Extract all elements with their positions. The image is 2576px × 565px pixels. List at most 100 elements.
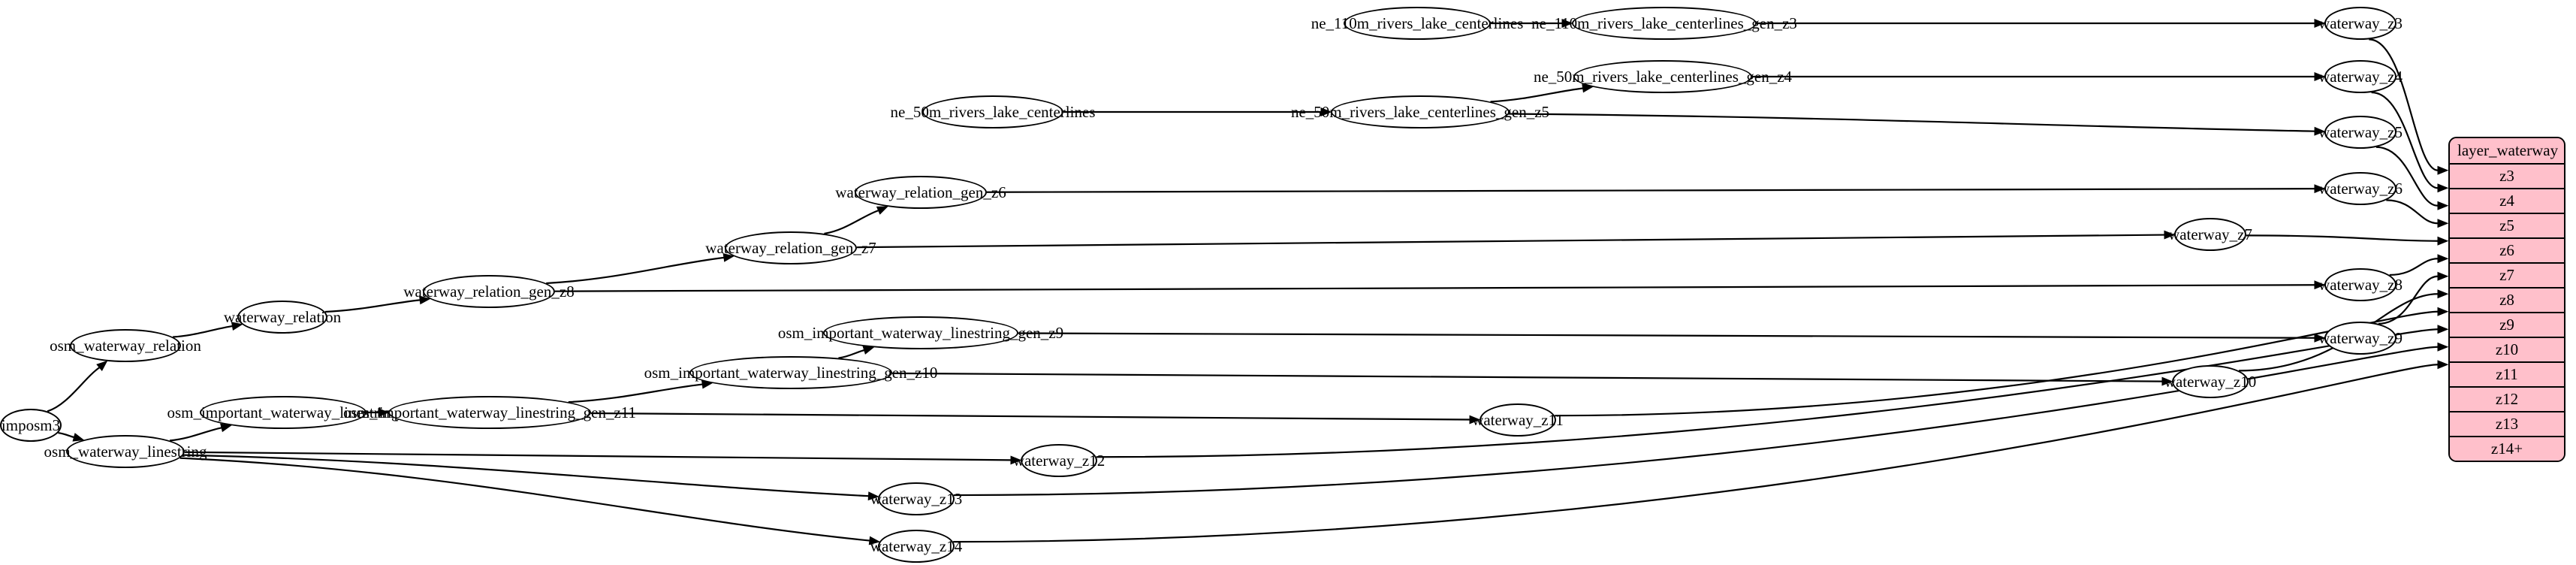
edge-waterway-z6-to-layer-waterway-z6-arrowhead (2437, 219, 2449, 228)
graph-node-ne-50m-rivers-lake-centerlines-gen-z4[interactable]: ne_50m_rivers_lake_centerlines_gen_z4 (1534, 60, 1792, 93)
edge-waterway-relation-gen-z7-to-waterway-relation-gen-z6 (824, 210, 879, 235)
edge-waterway-z7-to-layer-waterway-z7 (2246, 234, 2439, 242)
edge-osm-important-waterway-linestring-gen-z11-to-waterway-z11 (590, 412, 1470, 421)
graph-node-osm-important-waterway-linestring-gen-z11[interactable]: osm_important_waterway_linestring_gen_z1… (343, 396, 636, 429)
edge-imposm3-to-osm-waterway-relation-arrowhead (96, 360, 108, 371)
graph-node-label: waterway_z8 (2318, 275, 2403, 294)
graph-node-waterway-relation[interactable]: waterway_relation (224, 301, 341, 334)
edge-waterway-z6-to-layer-waterway-z6 (2386, 199, 2439, 225)
edge-waterway-z3-to-layer-waterway-z3-arrowhead (2437, 165, 2449, 175)
edge-osm-waterway-linestring-to-osm-important-waterway-linestring (169, 427, 222, 442)
edge-ne-50m-rivers-lake-centerlines-to-ne-50m-rivers-lake-centerlines-gen-z5-arrowhead (1320, 107, 1332, 116)
layer-waterway-row-z8[interactable]: z8 (2450, 289, 2564, 313)
edge-osm-waterway-linestring-to-waterway-z12 (184, 451, 1012, 461)
edge-ne-50m-rivers-lake-centerlines-gen-z5-to-waterway-z5-arrowhead (2314, 126, 2326, 136)
graph-node-label: osm_important_waterway_linestring_gen_z1… (644, 363, 938, 382)
edge-imposm3-to-osm-waterway-linestring (58, 432, 74, 439)
graph-node-waterway-z4[interactable]: waterway_z4 (2318, 60, 2403, 93)
edge-imposm3-to-osm-waterway-relation (47, 367, 101, 412)
graph-node-label: waterway_z7 (2168, 225, 2252, 243)
graph-node-waterway-relation-gen-z7[interactable]: waterway_relation_gen_z7 (705, 231, 876, 264)
graph-node-osm-important-waterway-linestring-gen-z9[interactable]: osm_important_waterway_linestring_gen_z9 (778, 316, 1063, 349)
layer-waterway-row-z5[interactable]: z5 (2450, 214, 2564, 239)
graph-node-osm-waterway-linestring[interactable]: osm_waterway_linestring (44, 435, 207, 468)
edge-waterway-z14-to-layer-waterway-z14- (953, 364, 2439, 543)
layer-waterway-row-z11[interactable]: z11 (2450, 363, 2564, 388)
graph-node-label: waterway_z11 (1472, 410, 1564, 429)
edge-osm-important-waterway-linestring-gen-z10-to-osm-important-waterway-linestring-gen-z9 (838, 349, 864, 359)
edge-waterway-z7-to-layer-waterway-z7-arrowhead (2437, 236, 2449, 246)
graph-node-label: osm_important_waterway_linestring_gen_z1… (343, 403, 636, 421)
edge-osm-waterway-relation-to-waterway-relation (173, 325, 233, 338)
graph-node-ne-50m-rivers-lake-centerlines[interactable]: ne_50m_rivers_lake_centerlines (891, 95, 1095, 128)
layer-waterway-row-z7[interactable]: z7 (2450, 264, 2564, 289)
graph-node-label: waterway_z4 (2318, 67, 2403, 86)
graph-node-waterway-relation-gen-z6[interactable]: waterway_relation_gen_z6 (835, 176, 1006, 209)
graph-node-ne-50m-rivers-lake-centerlines-gen-z5[interactable]: ne_50m_rivers_lake_centerlines_gen_z5 (1291, 95, 1549, 128)
edge-waterway-relation-gen-z6-to-waterway-z6 (986, 188, 2315, 193)
edge-ne-50m-rivers-lake-centerlines-gen-z4-to-waterway-z4-arrowhead (2314, 72, 2326, 81)
edge-waterway-z11-to-layer-waterway-z11 (1555, 310, 2439, 417)
layer-waterway-row-z10[interactable]: z10 (2450, 338, 2564, 363)
edge-waterway-z13-to-layer-waterway-z13-arrowhead (2437, 342, 2449, 352)
graph-node-label: ne_110m_rivers_lake_centerlines_gen_z3 (1531, 14, 1797, 32)
edge-waterway-z3-to-layer-waterway-z3 (2369, 38, 2439, 171)
edge-osm-important-waterway-linestring-gen-z11-to-osm-important-waterway-linestring-gen-z10 (568, 383, 703, 403)
edge-osm-waterway-linestring-to-waterway-z13 (183, 454, 869, 497)
graph-node-waterway-z3[interactable]: waterway_z3 (2318, 7, 2403, 40)
edge-waterway-z5-to-layer-waterway-z5 (2375, 146, 2439, 207)
graph-node-label: waterway_z10 (2164, 372, 2257, 391)
graph-node-ne-110m-rivers-lake-centerlines-gen-z3[interactable]: ne_110m_rivers_lake_centerlines_gen_z3 (1531, 7, 1797, 40)
edge-osm-waterway-linestring-to-waterway-z12-arrowhead (1010, 455, 1022, 465)
edge-waterway-z4-to-layer-waterway-z4 (2371, 91, 2439, 189)
graph-node-imposm3[interactable]: imposm3 (0, 409, 62, 442)
layer-waterway-row-z14plus[interactable]: z14+ (2450, 437, 2564, 461)
graph-node-label: osm_important_waterway_linestring_gen_z9 (777, 323, 1064, 342)
layer-waterway-row-z4[interactable]: z4 (2450, 189, 2564, 214)
graph-node-label: ne_110m_rivers_lake_centerlines (1311, 14, 1524, 32)
graph-node-label: waterway_z13 (870, 489, 963, 508)
graph-node-osm-important-waterway-linestring[interactable]: osm_important_waterway_linestring (167, 396, 400, 429)
edge-osm-important-waterway-linestring-gen-z11-to-waterway-z11-arrowhead (1469, 415, 1481, 425)
graph-node-waterway-z6[interactable]: waterway_z6 (2318, 172, 2403, 205)
layer-waterway-row-z3[interactable]: z3 (2450, 165, 2564, 189)
edge-waterway-z11-to-layer-waterway-z11-arrowhead (2437, 307, 2449, 316)
graph-node-waterway-z7[interactable]: waterway_z7 (2168, 218, 2252, 251)
graph-node-osm-waterway-relation[interactable]: osm_waterway_relation (50, 329, 201, 362)
layer-waterway-row-z6[interactable]: z6 (2450, 239, 2564, 264)
graph-node-waterway-z10[interactable]: waterway_z10 (2164, 365, 2256, 398)
edge-ne-110m-rivers-lake-centerlines-to-ne-110m-rivers-lake-centerlines-gen-z3-arrowhead (1561, 19, 1573, 28)
graph-node-label: waterway_z3 (2318, 14, 2403, 32)
layer-waterway-row-z12[interactable]: z12 (2450, 388, 2564, 412)
edge-waterway-relation-gen-z7-to-waterway-relation-gen-z6-arrowhead (876, 206, 888, 215)
graph-node-waterway-z11[interactable]: waterway_z11 (1472, 403, 1564, 437)
edge-waterway-relation-gen-z8-to-waterway-relation-gen-z7-arrowhead (722, 253, 735, 262)
graph-node-waterway-relation-gen-z8[interactable]: waterway_relation_gen_z8 (403, 275, 575, 308)
graph-node-label: imposm3 (1, 415, 61, 434)
graph-node-waterway-z9[interactable]: waterway_z9 (2318, 322, 2403, 355)
graph-node-label: osm_waterway_linestring (44, 442, 207, 461)
graph-node-osm-important-waterway-linestring-gen-z10[interactable]: osm_important_waterway_linestring_gen_z1… (644, 356, 937, 389)
graph-node-label: ne_50m_rivers_lake_centerlines (890, 102, 1096, 121)
graph-node-waterway-z12[interactable]: waterway_z12 (1013, 444, 1105, 477)
graph-node-waterway-z14[interactable]: waterway_z14 (870, 530, 962, 563)
graph-node-ne-110m-rivers-lake-centerlines[interactable]: ne_110m_rivers_lake_centerlines (1311, 7, 1523, 40)
edge-osm-important-waterway-linestring-gen-z10-to-waterway-z10 (891, 372, 2163, 382)
layer-waterway-row-z9[interactable]: z9 (2450, 313, 2564, 338)
edge-osm-waterway-relation-to-waterway-relation-arrowhead (231, 322, 243, 331)
graph-node-label: waterway_z14 (870, 536, 963, 555)
graph-node-waterway-z5[interactable]: waterway_z5 (2318, 116, 2403, 149)
edge-waterway-relation-gen-z6-to-waterway-z6-arrowhead (2314, 184, 2326, 194)
edge-waterway-z10-to-layer-waterway-z10-arrowhead (2437, 289, 2449, 299)
edge-waterway-relation-gen-z8-to-waterway-relation-gen-z7 (546, 256, 725, 285)
graph-node-label: waterway_z5 (2318, 122, 2403, 141)
edge-waterway-relation-gen-z7-to-waterway-z7 (856, 234, 2165, 249)
edge-waterway-relation-gen-z8-to-waterway-z8-arrowhead (2314, 280, 2326, 290)
graph-node-waterway-z13[interactable]: waterway_z13 (870, 482, 962, 515)
graph-node-waterway-z8[interactable]: waterway_z8 (2318, 268, 2403, 301)
layer-waterway-row-z13[interactable]: z13 (2450, 412, 2564, 437)
